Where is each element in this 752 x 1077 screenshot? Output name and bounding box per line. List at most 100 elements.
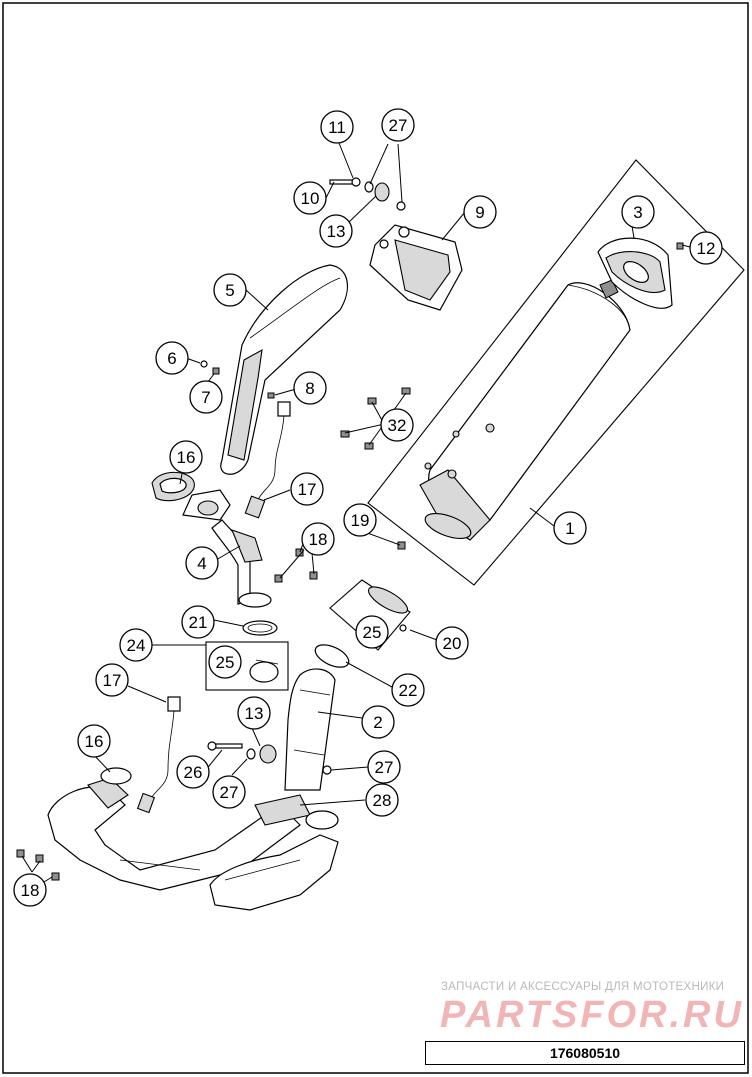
callout-circle <box>463 195 497 229</box>
callout-label: 8 <box>305 379 314 398</box>
callout-label: 7 <box>201 388 210 407</box>
nut-7-part <box>212 367 220 375</box>
callout-circle <box>237 696 271 730</box>
callout-label: 21 <box>189 613 208 632</box>
callout-label: 11 <box>328 118 346 137</box>
callout-4: 4 <box>185 546 219 580</box>
callout-24: 24 <box>119 628 153 662</box>
callout-circle <box>361 705 395 739</box>
clamp-kit-24-box <box>205 641 289 691</box>
callout-13: 13 <box>237 696 271 730</box>
callout-18: 18 <box>13 873 47 907</box>
callout-label: 25 <box>363 623 382 642</box>
callout-25: 25 <box>355 615 389 649</box>
callout-circle <box>119 628 153 662</box>
callout-7: 7 <box>189 380 223 414</box>
callout-label: 5 <box>225 281 234 300</box>
gasket-22-part <box>314 644 350 668</box>
leader-lines <box>21 142 691 883</box>
callout-circle <box>181 605 215 639</box>
callout-circle <box>319 214 353 248</box>
callout-circle <box>290 472 324 506</box>
o2-sensor-upper-part <box>244 401 291 519</box>
callout-label: 9 <box>475 203 484 222</box>
callout-25: 25 <box>208 645 242 679</box>
callout-label: 13 <box>245 704 264 723</box>
callout-circle <box>435 626 469 660</box>
callout-circle <box>189 380 223 414</box>
callout-circle <box>391 673 425 707</box>
callout-label: 27 <box>375 758 394 777</box>
header-assembly-part <box>47 786 339 911</box>
clip-32a-part <box>367 397 377 405</box>
callout-circle <box>343 503 377 537</box>
screw-6-part <box>200 360 208 368</box>
callout-circle <box>301 522 335 556</box>
callout-circle <box>213 273 247 307</box>
callout-16: 16 <box>169 440 203 474</box>
end-cap-part <box>597 237 673 309</box>
mount-hardware-top <box>329 177 406 211</box>
callout-27: 27 <box>212 775 246 809</box>
callout-label: 12 <box>697 239 716 258</box>
callout-10: 10 <box>293 181 327 215</box>
heat-shield-9-part <box>369 224 463 311</box>
callout-18: 18 <box>301 522 335 556</box>
callout-circle <box>95 663 129 697</box>
bolt-25b-part <box>399 624 407 632</box>
callout-label: 16 <box>177 448 196 467</box>
callout-label: 19 <box>351 511 370 530</box>
muffler-assembly-frame <box>367 159 745 586</box>
callout-circle <box>13 873 47 907</box>
heat-shield-5-part <box>220 264 348 475</box>
watermark-logo: PARTSFOR.RU <box>440 994 744 1036</box>
callout-label: 13 <box>327 222 346 241</box>
callout-circle <box>185 546 219 580</box>
callout-5: 5 <box>213 273 247 307</box>
callout-circle <box>176 755 210 789</box>
callout-label: 3 <box>633 203 642 222</box>
gasket-16-upper-inner <box>159 477 187 494</box>
muffler-part <box>419 279 631 541</box>
callout-19: 19 <box>343 503 377 537</box>
callout-label: 26 <box>184 763 203 782</box>
callout-21: 21 <box>181 605 215 639</box>
callout-label: 18 <box>309 530 328 549</box>
callout-6: 6 <box>155 341 189 375</box>
callout-label: 27 <box>220 783 239 802</box>
callout-32: 32 <box>380 408 414 442</box>
callout-circle <box>320 110 354 144</box>
callout-circle <box>367 750 401 784</box>
callout-label: 18 <box>21 881 40 900</box>
callout-27: 27 <box>367 750 401 784</box>
callout-28: 28 <box>365 783 399 817</box>
clamp-20-part <box>367 586 409 614</box>
callout-label: 27 <box>389 116 408 135</box>
callout-26: 26 <box>176 755 210 789</box>
callout-circle <box>169 440 203 474</box>
clip-8-part <box>267 392 275 399</box>
clip-32b-part <box>401 387 411 395</box>
callout-circle <box>621 195 655 229</box>
callout-label: 17 <box>298 480 317 499</box>
o2-sensor-lower-part <box>136 696 181 814</box>
nut-18d-part <box>16 849 25 858</box>
nut-18b-part <box>274 574 283 583</box>
callout-label: 24 <box>127 636 146 655</box>
callout-circle <box>208 645 242 679</box>
callout-2: 2 <box>361 705 395 739</box>
callout-3: 3 <box>621 195 655 229</box>
callout-label: 16 <box>85 732 104 751</box>
callout-label: 4 <box>197 554 206 573</box>
callout-8: 8 <box>293 371 327 405</box>
callout-circle <box>355 615 389 649</box>
callout-circle <box>365 783 399 817</box>
callout-22: 22 <box>391 673 425 707</box>
callout-12: 12 <box>689 231 723 265</box>
callout-circle <box>553 511 587 545</box>
clamp-25a-part <box>249 661 279 683</box>
callout-9: 9 <box>463 195 497 229</box>
